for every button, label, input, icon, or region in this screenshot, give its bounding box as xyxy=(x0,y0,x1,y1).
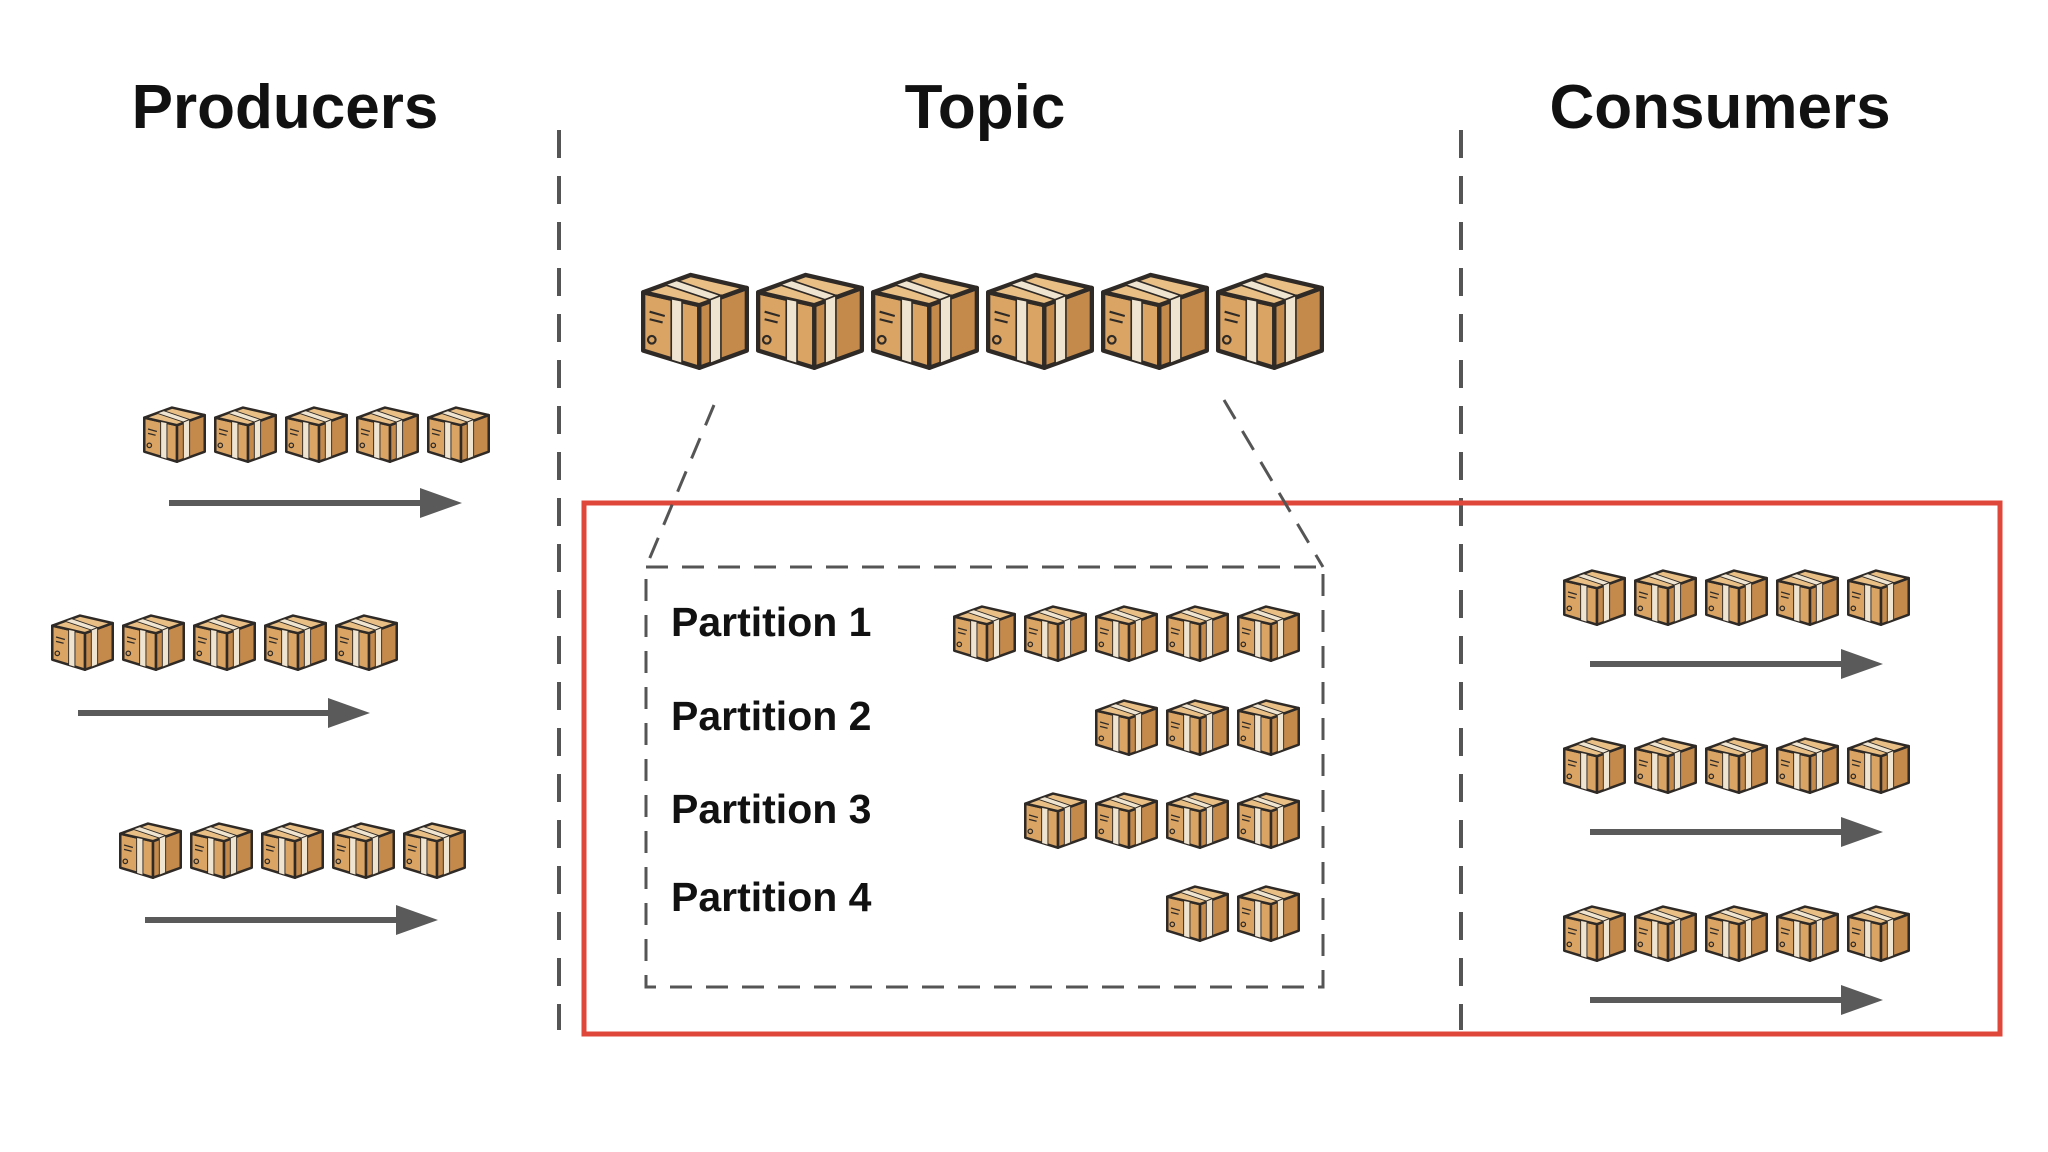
consumer-1-box-1 xyxy=(1563,569,1626,626)
producer-1-box-3 xyxy=(285,406,348,463)
consumer-3-box-3 xyxy=(1705,905,1768,962)
consumer-3-box-5 xyxy=(1847,905,1910,962)
topic-box-5 xyxy=(1101,272,1210,371)
consumer-3-box-4 xyxy=(1776,905,1839,962)
partition-1-box-4 xyxy=(1166,605,1229,662)
producer-3-arrow xyxy=(145,905,438,935)
highlight-frame xyxy=(581,500,2003,1037)
partition-3-box-2 xyxy=(1095,792,1158,849)
partition-4-box-2 xyxy=(1237,885,1300,942)
producer-2-arrow xyxy=(78,698,370,728)
producer-2-box-5 xyxy=(335,614,398,671)
producer-3-box-5 xyxy=(403,822,466,879)
consumer-2-arrow xyxy=(1590,817,1883,847)
topic-heading: Topic xyxy=(904,73,1066,142)
consumer-2-box-4 xyxy=(1776,737,1839,794)
producer-1-box-1 xyxy=(143,406,206,463)
partition-3-box-4 xyxy=(1237,792,1300,849)
consumer-1-box-2 xyxy=(1634,569,1697,626)
zoom-line-left xyxy=(644,404,716,568)
partition-1-box-1 xyxy=(953,605,1016,662)
partition-label-4: Partition 4 xyxy=(671,874,872,920)
partition-1-box-2 xyxy=(1024,605,1087,662)
producer-3-box-4 xyxy=(332,822,395,879)
partition-label-1: Partition 1 xyxy=(671,599,872,645)
producer-2-box-4 xyxy=(264,614,327,671)
topic-box-6 xyxy=(1216,272,1325,371)
producer-2-box-2 xyxy=(122,614,185,671)
consumer-1-box-4 xyxy=(1776,569,1839,626)
producer-3-box-3 xyxy=(261,822,324,879)
consumer-2-box-1 xyxy=(1563,737,1626,794)
topic-box-2 xyxy=(756,272,865,371)
partition-2-box-3 xyxy=(1237,699,1300,756)
partition-3-box-1 xyxy=(1024,792,1087,849)
producers-heading: Producers xyxy=(131,73,439,142)
producer-1-arrow xyxy=(169,488,462,518)
producer-1-box-4 xyxy=(356,406,419,463)
producer-1-box-2 xyxy=(214,406,277,463)
topic-box-4 xyxy=(986,272,1095,371)
consumers-heading: Consumers xyxy=(1549,73,1891,142)
partition-2-box-1 xyxy=(1095,699,1158,756)
producer-1-box-5 xyxy=(427,406,490,463)
partition-label-2: Partition 2 xyxy=(671,693,872,739)
consumer-1-arrow xyxy=(1590,649,1883,679)
partitions-box xyxy=(644,565,1325,989)
topic-box-3 xyxy=(871,272,980,371)
producer-2-box-3 xyxy=(193,614,256,671)
consumer-1-box-3 xyxy=(1705,569,1768,626)
partition-3-box-3 xyxy=(1166,792,1229,849)
consumer-2-box-2 xyxy=(1634,737,1697,794)
consumer-3-arrow xyxy=(1590,985,1883,1015)
topic-box-1 xyxy=(641,272,750,371)
consumer-1-box-5 xyxy=(1847,569,1910,626)
consumer-2-box-5 xyxy=(1847,737,1910,794)
consumer-2-box-3 xyxy=(1705,737,1768,794)
consumer-3-box-2 xyxy=(1634,905,1697,962)
partition-1-box-3 xyxy=(1095,605,1158,662)
partition-label-3: Partition 3 xyxy=(671,786,872,832)
partition-2-box-2 xyxy=(1166,699,1229,756)
producer-3-box-2 xyxy=(190,822,253,879)
producer-3-box-1 xyxy=(119,822,182,879)
consumer-3-box-1 xyxy=(1563,905,1626,962)
producer-2-box-1 xyxy=(51,614,114,671)
partition-4-box-1 xyxy=(1166,885,1229,942)
partition-1-box-5 xyxy=(1237,605,1300,662)
zoom-line-right xyxy=(1222,399,1325,568)
